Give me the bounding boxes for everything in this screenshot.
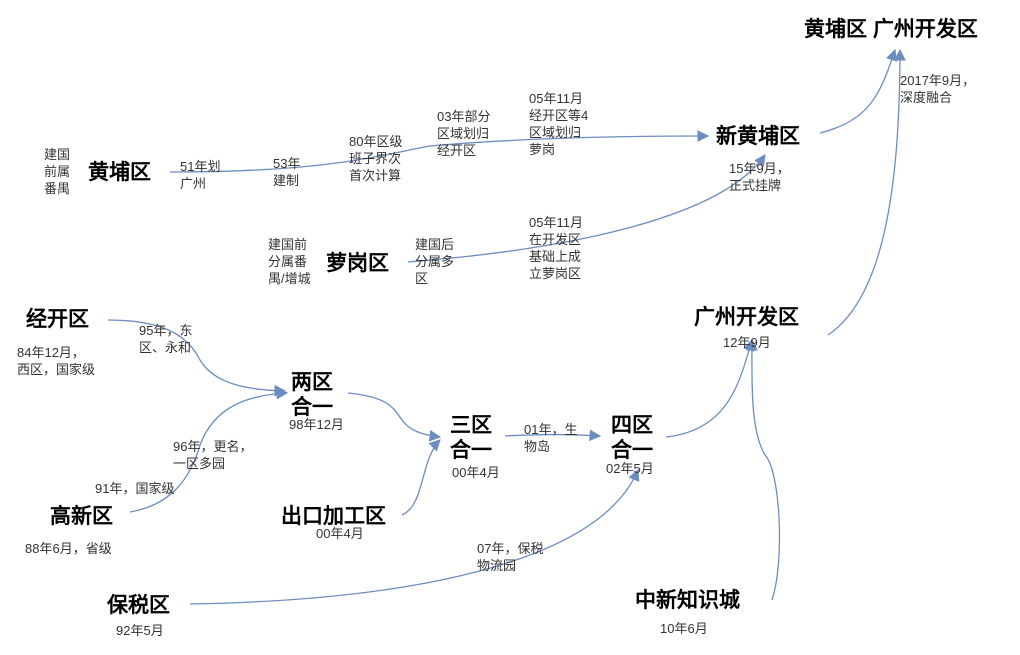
node-final: 黄埔区 广州开发区 [804, 18, 978, 41]
note-luogang-after: 建国后 分属多 区 [415, 237, 455, 286]
arrow-chukou-to-sanqu [401, 439, 441, 516]
arrow-gz-to-final [827, 48, 906, 336]
arrow-luogang-to-xinhuangpu [407, 154, 766, 263]
note-y2017: 2017年9月， 深度融合 [900, 73, 976, 105]
note-y91: 91年，国家级 [95, 481, 175, 496]
node-chukou: 出口加工区 [281, 505, 386, 528]
node-gaoxin: 高新区 [50, 505, 113, 528]
node-xinhuangpu: 新黄埔区 [716, 125, 800, 148]
note-y07: 07年，保税 物流园 [477, 541, 544, 573]
note-y95: 95年，东 区、永和 [139, 323, 193, 355]
arrow-xinhuangpu-to-final [819, 48, 898, 134]
arrow-sanqu-to-siqu [504, 429, 602, 442]
note-y15: 15年9月， 正式挂牌 [729, 161, 790, 193]
note-gz-date: 12年9月 [723, 335, 771, 350]
node-luogang: 萝岗区 [326, 252, 389, 275]
note-y53: 53年 建制 [273, 156, 301, 188]
node-zhongxin: 中新知识城 [635, 589, 740, 612]
node-siqu: 四区 合一 [611, 414, 653, 462]
node-liangqu: 两区 合一 [291, 371, 333, 419]
note-y96: 96年，更名， 一区多园 [173, 439, 253, 471]
note-gaoxin-date: 88年6月，省级 [25, 541, 112, 556]
note-sanqu-date: 00年4月 [452, 465, 500, 480]
arrow-liangqu-to-sanqu [347, 392, 442, 442]
note-y03: 03年部分 区域划归 经开区 [437, 109, 491, 158]
note-chukou-date: 00年4月 [316, 526, 364, 541]
node-jingkai: 经开区 [26, 308, 89, 331]
note-liangqu-date: 98年12月 [289, 417, 344, 432]
arrow-baoshui-to-siqu [189, 468, 640, 605]
arrow-zhongxin-to-gz [746, 338, 781, 601]
arrow-huangpu-to-xinhuangpu [169, 130, 710, 173]
note-y80: 80年区级 班子界次 首次计算 [349, 134, 403, 183]
note-y05b: 05年11月 在开发区 基础上成 立萝岗区 [529, 215, 583, 281]
node-baoshui: 保税区 [107, 594, 170, 617]
node-guangzhou-kaifa: 广州开发区 [694, 306, 799, 329]
arrow-siqu-to-gz [665, 338, 755, 438]
note-zhongxin-date: 10年6月 [660, 621, 708, 636]
note-huangpu-before: 建国 前属 番禺 [44, 147, 71, 196]
arrow-jingkai-to-liangqu [107, 319, 287, 397]
note-jingkai-date: 84年12月， 西区，国家级 [17, 345, 96, 377]
node-huangpu: 黄埔区 [88, 161, 151, 184]
node-sanqu: 三区 合一 [450, 414, 492, 462]
arrow-gaoxin-to-liangqu [129, 387, 289, 513]
note-luogang-before: 建国前 分属番 禺/增城 [268, 237, 311, 286]
note-y05a: 05年11月 经开区等4 区域划归 萝岗 [529, 91, 589, 157]
note-siqu-date: 02年5月 [606, 461, 654, 476]
note-y51: 51年划 广州 [180, 159, 221, 191]
note-y01: 01年，生 物岛 [524, 422, 578, 454]
note-baoshui-date: 92年5月 [116, 623, 164, 638]
